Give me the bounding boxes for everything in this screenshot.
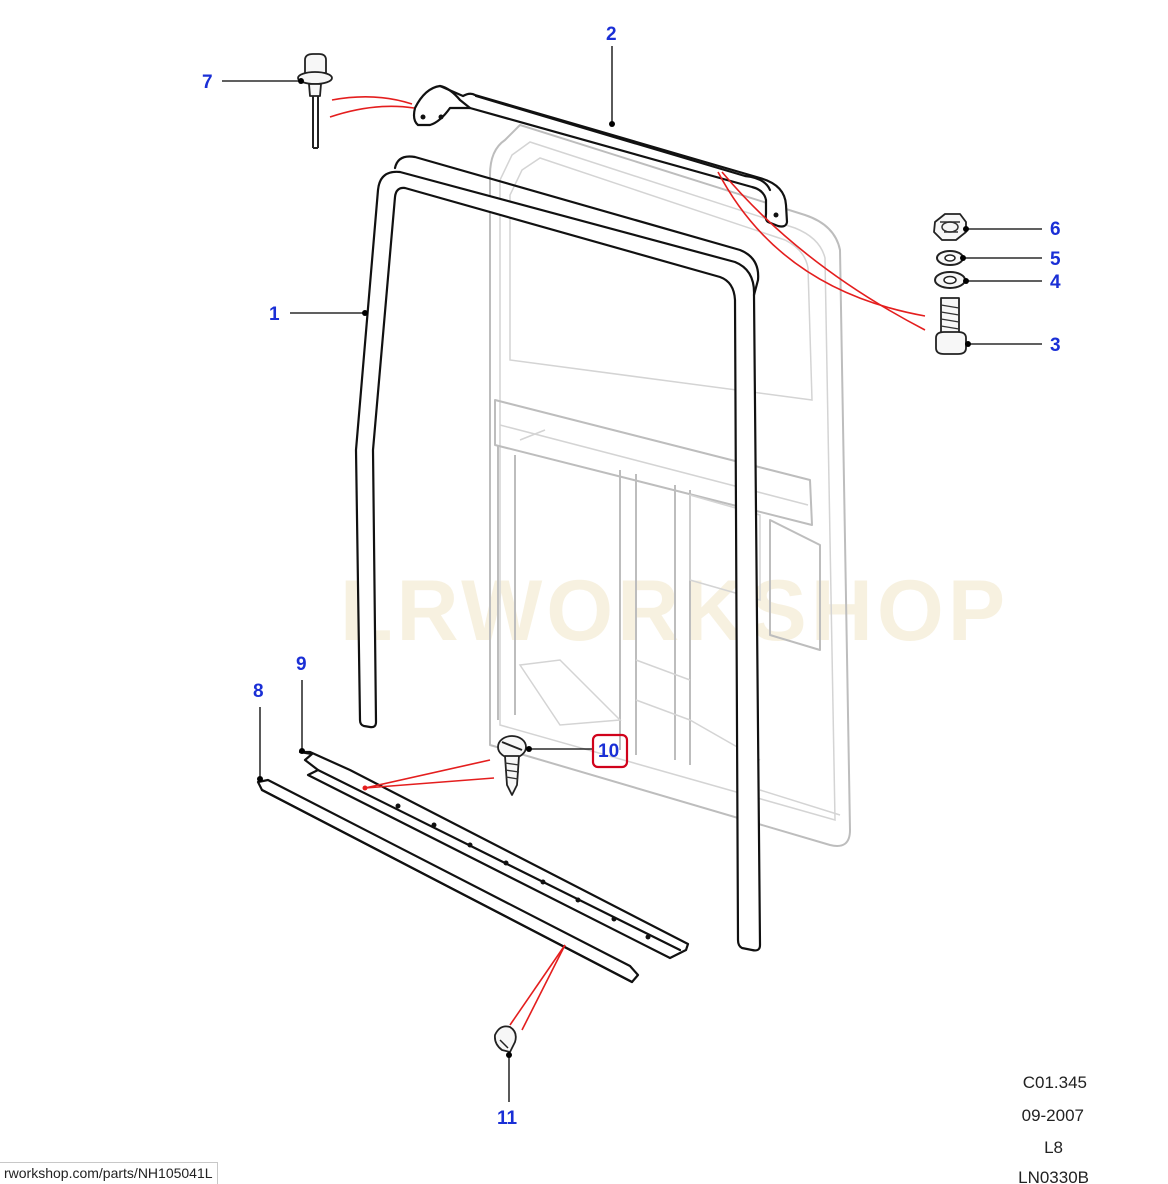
watermark-text: LRWORKSHOP — [340, 563, 1009, 659]
callout-10-highlight — [591, 733, 629, 769]
callout-4[interactable]: 4 — [1050, 272, 1061, 293]
flat-washer-part-4[interactable] — [934, 271, 966, 289]
nut-part-6[interactable] — [933, 213, 967, 241]
callout-6[interactable]: 6 — [1050, 219, 1061, 240]
leader-lines — [222, 46, 1042, 1102]
callout-3[interactable]: 3 — [1050, 335, 1061, 356]
illustration-number: LN0330B — [1018, 1168, 1089, 1183]
bolt-part-3[interactable] — [935, 297, 967, 355]
callout-10[interactable]: 10 — [598, 741, 619, 762]
retaining-strip-part-9[interactable] — [298, 750, 690, 960]
callout-7[interactable]: 7 — [202, 72, 213, 93]
spring-washer-part-5[interactable] — [936, 250, 964, 266]
assembly-indicator-lines — [329, 96, 926, 1031]
diagram-variant: L8 — [1044, 1138, 1063, 1157]
clip-part-11[interactable] — [493, 1025, 517, 1053]
diagram-code: C01.345 — [1023, 1073, 1087, 1092]
bottom-strip-part-8[interactable] — [256, 778, 640, 984]
top-rail-part-2[interactable] — [412, 84, 789, 228]
door-frame-ghost — [489, 124, 851, 847]
status-url: rworkshop.com/parts/NH105041L — [0, 1162, 218, 1184]
callout-2[interactable]: 2 — [606, 24, 617, 45]
callout-8[interactable]: 8 — [253, 681, 264, 702]
callout-9[interactable]: 9 — [296, 654, 307, 675]
diagram-date: 09-2007 — [1022, 1106, 1084, 1125]
door-seal-part-1[interactable] — [354, 155, 762, 952]
callout-11[interactable]: 11 — [497, 1108, 518, 1129]
screw-part-10[interactable] — [497, 735, 527, 796]
rivet-part-7[interactable] — [297, 53, 333, 149]
callout-5[interactable]: 5 — [1050, 249, 1061, 270]
callout-1[interactable]: 1 — [269, 304, 280, 325]
